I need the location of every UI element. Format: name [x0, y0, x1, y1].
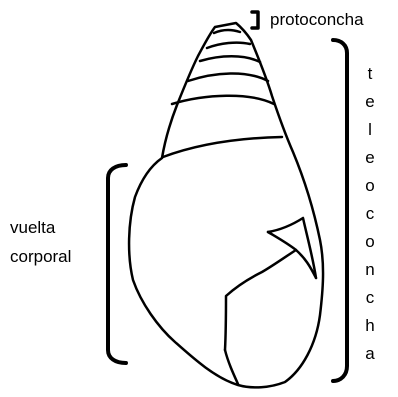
whorl-suture-2	[200, 56, 260, 62]
whorl-suture-3	[188, 73, 268, 81]
teleoconcha-letter: l	[368, 120, 372, 139]
teleoconcha-letter: c	[366, 204, 375, 223]
teleoconcha-letter: o	[365, 232, 374, 251]
teleoconcha-letter: c	[366, 288, 375, 307]
whorl-suture-5	[163, 137, 282, 157]
protoconch-line	[214, 30, 240, 33]
teleoconcha-letter: e	[365, 148, 374, 167]
teleoconcha-letter: o	[365, 176, 374, 195]
teleoconcha-label: t e l e o c o n c h a	[365, 64, 375, 363]
teleoconcha-bracket	[333, 40, 347, 381]
teleoconcha-letter: t	[368, 64, 373, 83]
teleoconcha-annotation: t e l e o c o n c h a	[333, 40, 375, 381]
whorl-suture-1	[207, 43, 250, 48]
shell-outline	[129, 23, 323, 387]
columella	[225, 350, 238, 384]
vuelta-corporal-annotation: vuelta corporal	[10, 165, 126, 363]
teleoconcha-letter: n	[365, 260, 374, 279]
teleoconcha-letter: e	[365, 92, 374, 111]
protoconcha-annotation: protoconcha	[252, 10, 364, 29]
protoconcha-label: protoconcha	[270, 10, 364, 29]
corporal-label: corporal	[10, 247, 71, 266]
teleoconcha-letter: a	[365, 344, 375, 363]
protoconcha-bracket	[252, 12, 258, 28]
aperture-fold	[225, 232, 296, 350]
vuelta-label: vuelta	[10, 218, 56, 237]
vuelta-corporal-bracket	[108, 165, 126, 363]
teleoconcha-letter: h	[365, 316, 374, 335]
whorl-suture-4	[172, 96, 274, 104]
